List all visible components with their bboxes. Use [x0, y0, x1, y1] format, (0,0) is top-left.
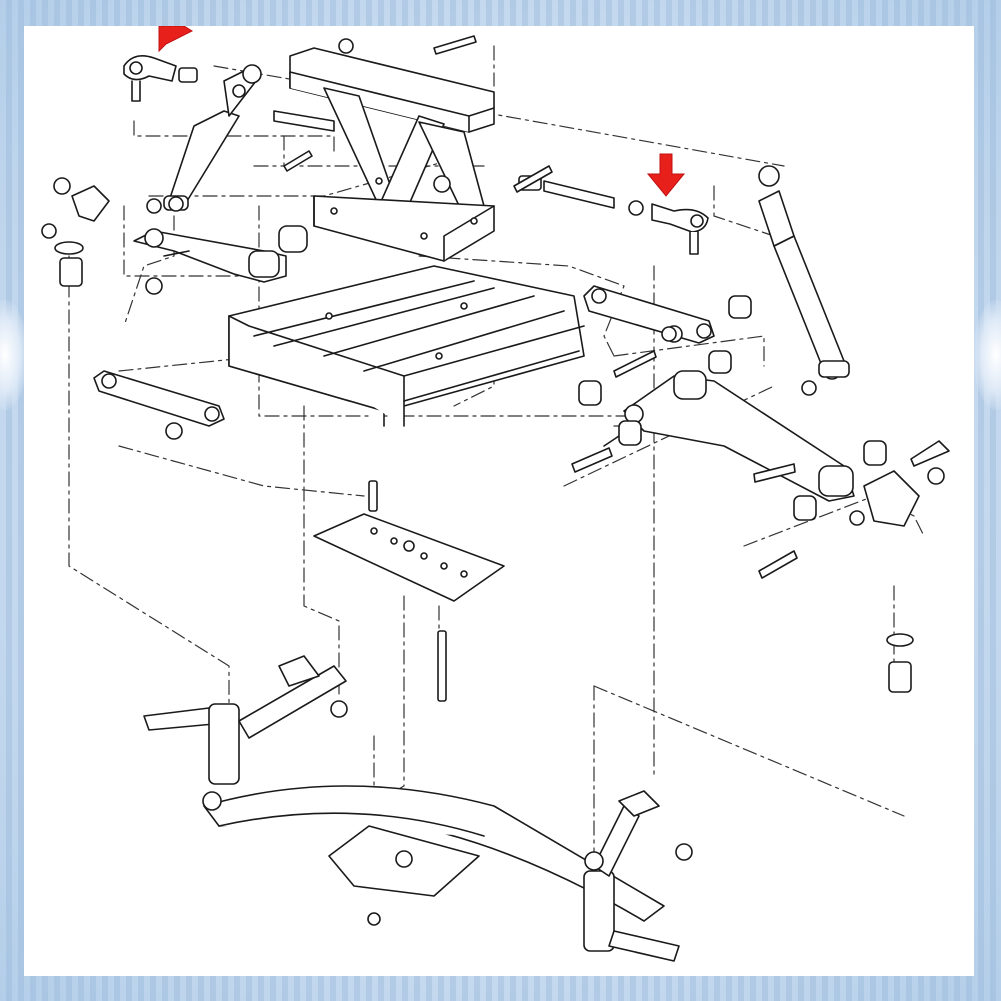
right-glow-decoration [973, 300, 1001, 410]
frame-bracket [289, 47, 495, 262]
left-control-arm [133, 225, 308, 283]
front-suspension-exploded-diagram [41, 26, 950, 962]
hardware-parts [41, 35, 950, 926]
highlight-arrows [158, 26, 686, 197]
left-tie-rod-end-arrow [158, 26, 194, 53]
front-axle-assembly [143, 655, 680, 962]
right-control-arm [603, 370, 855, 502]
left-shock-absorber [163, 64, 262, 212]
left-tie-rod-end [123, 55, 177, 102]
left-tie-rod [178, 67, 335, 132]
right-tie-rod-end [651, 203, 709, 255]
left-link-plate [93, 370, 225, 440]
right-link-plate [583, 285, 715, 344]
right-tie-rod-end-arrow [646, 153, 686, 197]
skid-plate [228, 265, 585, 427]
diagram-panel [24, 26, 974, 976]
right-shock-absorber [758, 165, 850, 380]
center-mounting-plate [313, 513, 505, 602]
